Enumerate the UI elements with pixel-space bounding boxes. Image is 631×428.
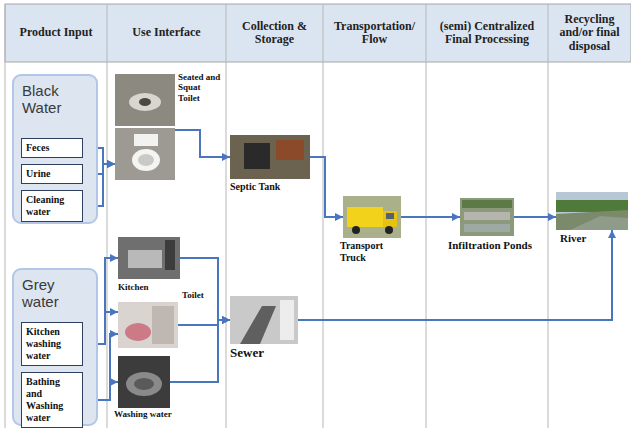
photo-caption: Toilet	[182, 290, 216, 300]
flow-arrow	[180, 258, 230, 320]
photo-node: Toilet	[118, 302, 178, 348]
input-box: Kitchen washing water	[21, 322, 83, 366]
photo-node: Sewer	[230, 296, 298, 344]
flow-arrow	[401, 216, 460, 218]
flow-arrow	[175, 130, 230, 157]
column-header: Use Interface	[109, 6, 224, 60]
column-lines	[5, 4, 548, 428]
photo-node: Infiltration Ponds	[460, 198, 514, 236]
column-header: (semi) Centralized Final Processing	[428, 6, 546, 60]
group-title: Grey water	[14, 270, 96, 311]
column-header: Collection & Storage	[228, 6, 321, 60]
input-box: Urine	[21, 164, 83, 184]
column-header: Product Input	[7, 6, 105, 60]
input-box: Bathing and Washing water	[21, 372, 83, 428]
photo-node: Kitchen	[118, 237, 180, 279]
photo-node: Seated and Squat Toilet	[115, 74, 175, 180]
photo-node: Transport Truck	[343, 196, 401, 238]
ponds-photo	[460, 198, 514, 236]
input-box: Cleaning water	[21, 190, 83, 222]
photo-caption: Sewer	[230, 346, 310, 361]
photo-caption: Septic Tank	[230, 181, 320, 193]
input-label: Urine	[26, 168, 78, 180]
photo-node: Septic Tank	[230, 135, 310, 179]
sewer-photo	[230, 296, 298, 344]
input-label: Feces	[26, 142, 78, 154]
washing-photo	[118, 356, 170, 408]
photo-caption: Washing water	[114, 409, 204, 419]
flow-arrow	[170, 320, 230, 382]
column-header: Transportation/ Flow	[325, 6, 424, 60]
toilet-room-photo	[118, 302, 178, 348]
input-group: Grey waterKitchen washing waterBathing a…	[12, 268, 98, 426]
input-label: Kitchen washing water	[26, 326, 78, 362]
group-title: Black Water	[14, 76, 96, 117]
flow-arrow	[298, 230, 612, 320]
river-photo	[556, 192, 628, 230]
photo-caption: Transport Truck	[340, 240, 410, 263]
flow-arrow	[310, 157, 343, 217]
toilet-photo	[115, 74, 175, 180]
truck-photo	[343, 196, 401, 238]
input-group: Black WaterFecesUrineCleaning water	[12, 74, 98, 224]
photo-caption: Seated and Squat Toilet	[178, 72, 224, 103]
photo-node: River	[556, 192, 628, 230]
input-label: Cleaning water	[26, 194, 78, 218]
photo-caption: Kitchen	[118, 282, 180, 292]
kitchen-photo	[118, 237, 180, 279]
flow-arrow	[514, 216, 556, 218]
header-band	[5, 4, 631, 62]
photo-node: Washing water	[118, 356, 170, 408]
photo-caption: Infiltration Ponds	[440, 239, 540, 252]
photo-caption: River	[560, 232, 610, 245]
septic-tank-photo	[230, 135, 310, 179]
input-label: Bathing and Washing water	[26, 376, 78, 424]
input-box: Feces	[21, 138, 83, 158]
column-header: Recycling and/or final disposal	[550, 6, 629, 60]
